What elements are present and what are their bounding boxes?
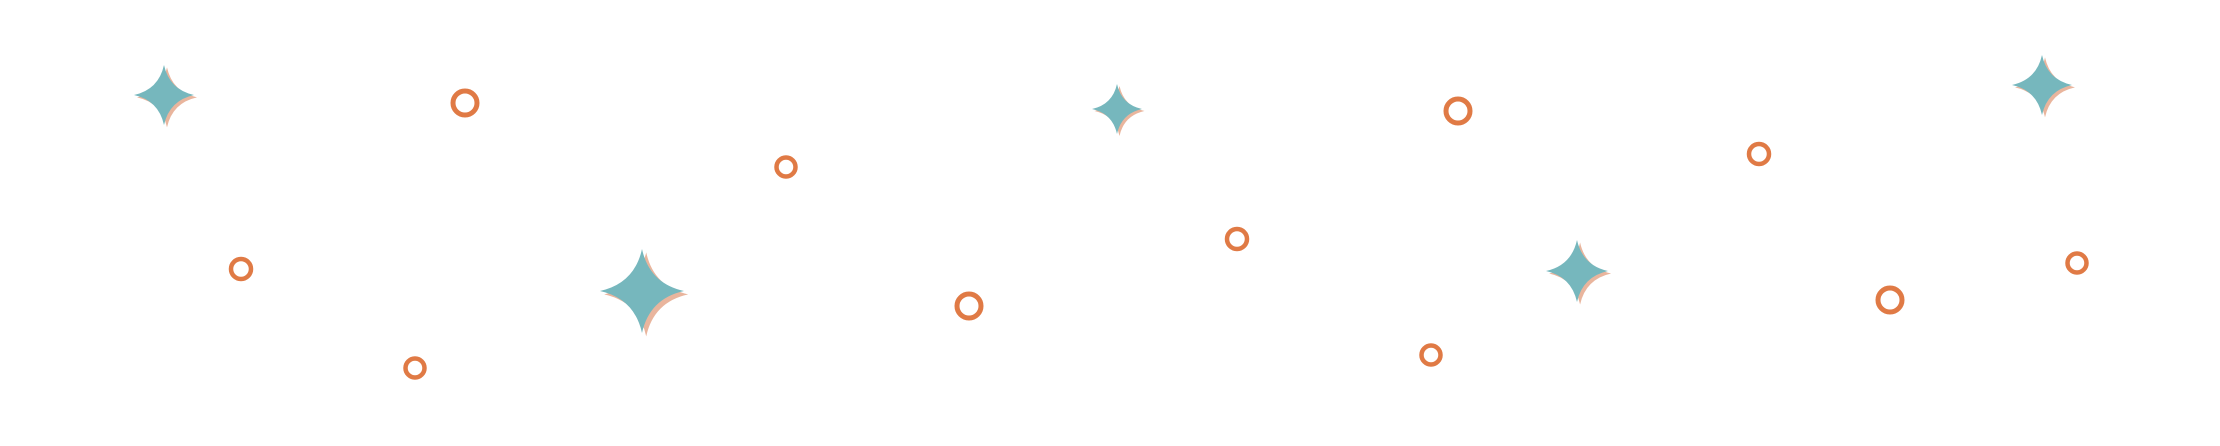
sparkle-icon	[2012, 55, 2075, 118]
sparkle-icon	[134, 65, 197, 128]
ring-icon	[1443, 96, 1473, 126]
ring-icon	[450, 88, 480, 118]
ring-icon	[1746, 141, 1772, 167]
ring-icon	[1419, 343, 1443, 367]
ring-icon	[954, 291, 984, 321]
ring-icon	[2065, 251, 2089, 275]
ring-icon	[1224, 226, 1250, 252]
ring-icon	[403, 356, 427, 380]
sparkle-icon	[1092, 84, 1145, 136]
ring-icon	[228, 256, 254, 282]
sparkle-icon	[600, 249, 689, 337]
sparkle-icon	[1546, 240, 1612, 305]
ring-icon	[1875, 285, 1905, 315]
ring-icon	[774, 155, 798, 179]
